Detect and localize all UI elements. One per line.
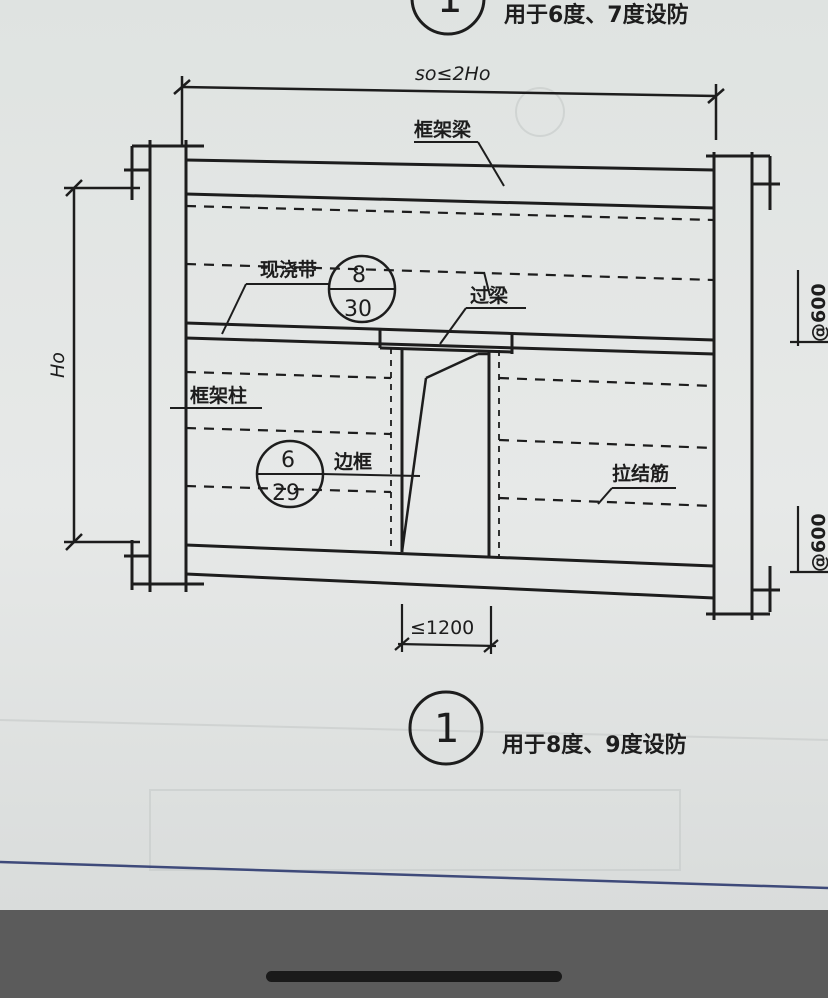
drawing-photo: 1 用于6度、7度设防 so≤2Ho Ho (0, 0, 828, 910)
tie-bars (185, 204, 715, 508)
band-reference-top: 8 (352, 263, 366, 288)
bottom-caption-circle (408, 690, 484, 766)
spacing-upper-text: @600 (808, 283, 828, 342)
edge-reference-circle: 6 29 (255, 439, 325, 509)
frame-column-label: 框架柱 (190, 384, 247, 407)
top-caption-number: 1 (437, 0, 462, 22)
edge-reference-top: 6 (281, 448, 295, 473)
band-reference-circle: 8 30 (327, 254, 397, 324)
bottom-caption-number: 1 (434, 706, 459, 752)
tie-bar-label: 拉结筋 (612, 462, 669, 485)
edge-reference-bottom: 29 (272, 481, 300, 506)
edge-frame-label: 边框 (333, 450, 372, 473)
top-caption-text: 用于6度、7度设防 (504, 2, 689, 28)
opening-width-text: ≤1200 (410, 617, 474, 639)
frame-beam-label: 框架梁 (414, 118, 472, 141)
cast-in-place-band-label: 现浇带 (260, 258, 317, 281)
spacing-dimensions (790, 270, 828, 574)
door-leaf (400, 352, 489, 553)
band-reference-bottom: 30 (344, 297, 372, 322)
edge-frames (400, 348, 491, 556)
top-caption-circle (410, 0, 486, 36)
infill-wall-detail-diagram: 1 用于6度、7度设防 so≤2Ho Ho (0, 0, 828, 890)
span-dimension-text: so≤2Ho (415, 63, 490, 85)
home-indicator[interactable] (266, 971, 562, 982)
frame-beam (185, 158, 715, 210)
bottom-caption: 1 用于8度、9度设防 (408, 690, 687, 766)
height-dimension-text: Ho (47, 352, 69, 378)
spacing-lower-text: @600 (808, 513, 828, 572)
left-frame-column (124, 140, 204, 592)
top-caption: 1 用于6度、7度设防 (410, 0, 689, 36)
opening-width-dimension (394, 604, 499, 654)
lintel-label: 过梁 (470, 284, 509, 307)
span-dimension-line (173, 76, 725, 146)
right-frame-column (706, 152, 780, 620)
bottom-frame-beam (185, 543, 715, 600)
page-edge-line (0, 860, 828, 890)
height-dimension-line (64, 179, 140, 551)
bottom-bar (0, 910, 828, 998)
bottom-caption-text: 用于8度、9度设防 (502, 732, 687, 758)
